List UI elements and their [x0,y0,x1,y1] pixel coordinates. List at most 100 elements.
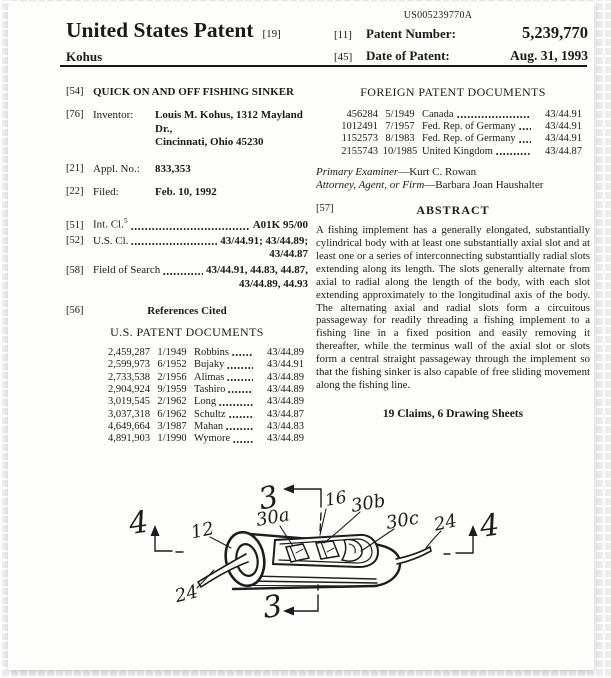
patent-class: 43/44.91 [544,120,582,132]
references-cited-title: References Cited [147,305,227,318]
dot-leader [233,439,253,444]
dot-leader [163,271,203,276]
leader-30a [279,525,294,547]
invention-title: QUICK ON AND OFF FISHING SINKER [93,86,294,98]
patent-number-bracket: [11] [334,29,352,41]
int-cl-label: Int. Cl.5 [93,216,128,232]
examiner-label: Primary Examiner [316,165,399,178]
body-contour-line [250,575,377,580]
appl-no-label: Appl. No.: [93,162,140,175]
bracket-54: [54] [66,86,84,97]
bracket-76: [76] [66,109,84,121]
body-right-cap [370,542,402,588]
dot-leader [227,378,253,383]
dot-leader [456,114,531,119]
figure-label-12: 12 [189,518,216,543]
appl-no-row: [21] Appl. No.: 833,353 [66,163,308,176]
foreign-patent-documents-title: FOREIGN PATENT DOCUMENTS [360,85,546,99]
dot-leader [518,127,531,132]
inventor-label: Inventor: [93,109,134,122]
dot-leader [518,139,531,144]
bracket-51: [51] [66,219,84,231]
patent-no: 4,649,664 [108,420,150,432]
arrowhead-3-bottom [283,606,294,616]
field-search-label: Field of Search [93,264,161,277]
patent-number-value: 5,239,770 [522,23,588,42]
arrowhead-4-left [150,525,160,536]
patent-class: 43/44.89 [266,433,304,445]
bracket-52: [52] [66,235,84,247]
slot-30c [340,538,363,562]
patent-class: 43/44.89 [266,396,304,408]
patent-date: 1/1990 [157,433,187,445]
patent-no: 2,599,973 [108,359,150,371]
patent-name: Long [194,396,217,408]
attorney-label: Attorney, Agent, or Firm [316,179,425,191]
bracket-56: [56] [66,305,84,317]
patent-no: 2,904,924 [108,384,150,396]
slot-30b-fold [320,541,328,559]
patent-country: United Kingdom [422,145,493,157]
field-of-search-block: [58] Field of Search 43/44.91, 44.83, 44… [66,264,308,291]
dot-leader [219,402,253,407]
leader-30c [360,528,395,552]
body-bottom-edge [231,584,377,591]
examiner-name: —Kurt C. Rowan [398,165,477,178]
patent-date: 2/1956 [157,371,187,383]
patent-date: 10/1985 [382,145,418,157]
us-cl-label: U.S. Cl. [93,234,129,247]
patent-page: US005239770A United States Patent[19] Ko… [8,2,594,670]
fishing-line-right [395,545,432,565]
patent-date: 9/1959 [157,384,187,396]
abstract-text: A fishing implement has a generally elon… [316,223,590,392]
date-value: Aug. 31, 1993 [509,48,588,63]
body-contour-line [248,585,376,587]
dot-leader [227,365,253,370]
inventor-row: [76] Inventor: Louis M. Kohus, 1312 Mayl… [66,109,308,149]
attorney-line: Attorney, Agent, or Firm—Barbara Joan Ha… [316,179,590,192]
arrowhead-3-top [283,484,294,494]
filed-row: [22] Filed: Feb. 10, 1992 [66,186,308,199]
dot-leader [228,390,253,395]
section-4-right-line [455,534,474,554]
arrowhead-4-right [468,525,478,536]
patent-no: 2,459,287 [108,347,150,359]
leader-24-right [425,530,442,549]
us-cl-value2: 43/44.87 [269,247,308,260]
patent-no: 1012491 [341,120,378,132]
patent-class: 43/44.89 [266,384,304,396]
date-bracket: [45] [334,51,353,63]
patent-class: 43/44.87 [544,145,582,157]
invention-title-row: [54] QUICK ON AND OFF FISHING SINKER [66,86,308,99]
figure-label-30a: 30a [254,504,291,531]
section-3-bottom-line [289,594,319,612]
int-cl-sup: 5 [123,216,128,226]
patent-date: 5/1949 [385,108,415,120]
page-title: United States Patent[19] [66,18,281,43]
patent-number-row: [11] Patent Number: 5,239,770 [334,23,588,43]
leader-12 [209,536,232,549]
body-contour-line [245,580,378,584]
examiner-block: Primary Examiner—Kurt C. Rowan Attorney,… [316,166,590,192]
figure-label-16: 16 [324,487,349,510]
references-cited-header: [56] References Cited [66,305,308,318]
us-patent-documents-title: U.S. PATENT DOCUMENTS [110,324,264,339]
bracket-58: [58] [66,264,84,276]
field-search-value1: 43/44.91, 44.83, 44.87, [205,264,308,277]
int-cl-value: A01K 95/00 [252,219,308,232]
claims-line: 19 Claims, 6 Drawing Sheets [382,408,524,421]
patent-class: 43/44.89 [266,371,304,383]
patent-date: 3/1987 [157,420,187,432]
attorney-name: —Barbara Joan Haushalter [424,179,544,191]
figure-label-24-right: 24 [431,510,459,536]
fishing-sinker-figure: 3 16 30a 30b 30c 24 4 4 12 24 3 [126,479,502,626]
document-number: US005239770A [403,10,473,21]
dot-leader [131,241,218,246]
inventor-line2: Cincinnati, Ohio 45230 [155,136,264,149]
